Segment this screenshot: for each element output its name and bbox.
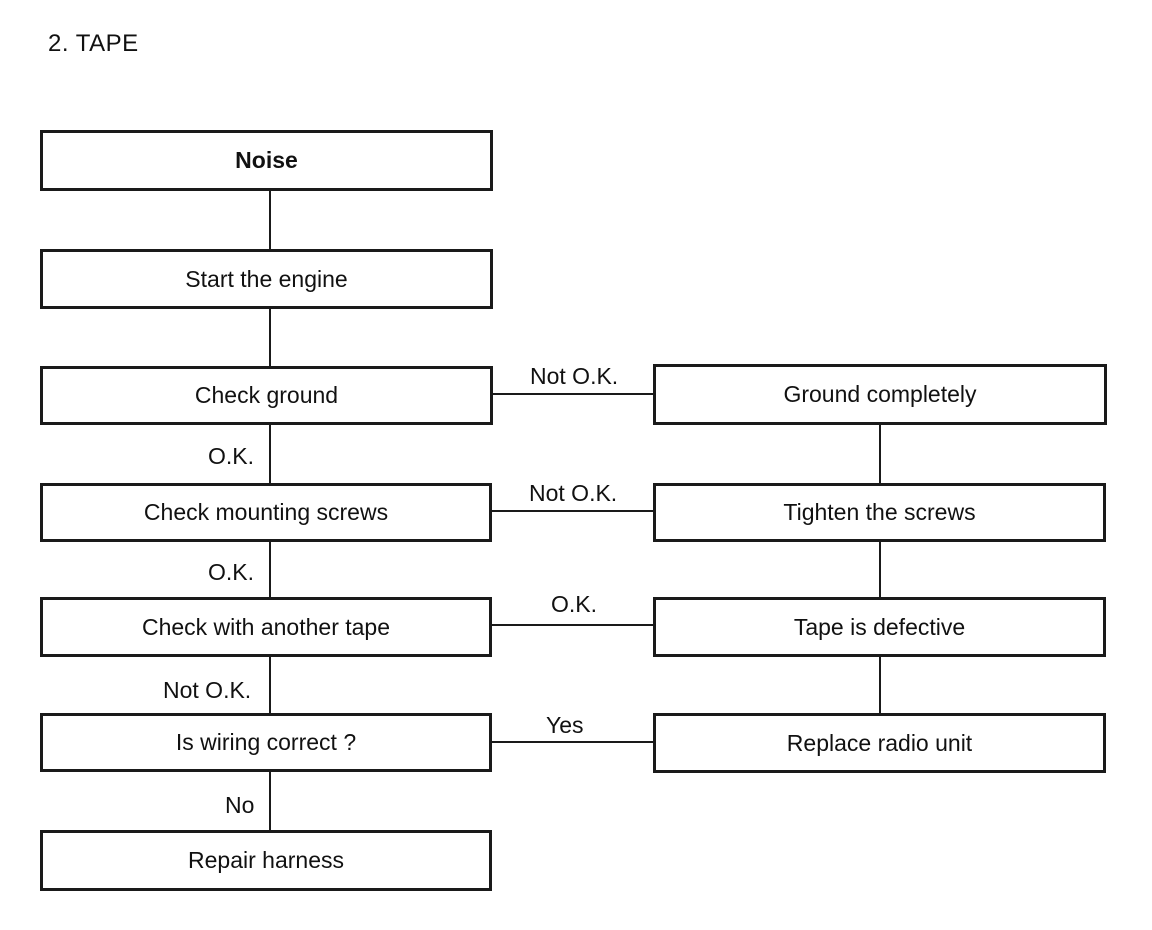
node-repair-harness: Repair harness	[40, 830, 492, 891]
edge-label-ground-not-ok: Not O.K.	[530, 363, 619, 389]
node-is-wiring-correct: Is wiring correct ?	[40, 713, 492, 772]
connector-start-ground	[269, 309, 271, 366]
edge-label-screws-ok: O.K.	[208, 559, 255, 585]
connector-defective-replace	[879, 657, 881, 713]
edge-label-wiring-yes: Yes	[546, 712, 584, 738]
node-tighten-screws: Tighten the screws	[653, 483, 1106, 542]
node-replace-radio-unit: Replace radio unit	[653, 713, 1106, 773]
connector-wiring-to-replace	[492, 741, 653, 743]
connector-tighten-defective	[879, 542, 881, 597]
connector-ground-screws	[269, 425, 271, 483]
edge-label-wiring-no: No	[225, 792, 255, 818]
node-check-another-tape: Check with another tape	[40, 597, 492, 657]
edge-label-ground-ok: O.K.	[208, 443, 255, 469]
edge-label-screws-not-ok: Not O.K.	[529, 480, 618, 506]
node-ground-completely: Ground completely	[653, 364, 1107, 425]
connector-wiring-harness	[269, 772, 271, 830]
connector-ground-to-groundcomp	[493, 393, 653, 395]
connector-tape-wiring	[269, 657, 271, 713]
edge-label-tape-not-ok: Not O.K.	[163, 677, 252, 703]
connector-groundcomp-tighten	[879, 425, 881, 483]
connector-screws-to-tighten	[492, 510, 653, 512]
node-check-mounting-screws: Check mounting screws	[40, 483, 492, 542]
node-check-ground: Check ground	[40, 366, 493, 425]
connector-noise-start	[269, 191, 271, 249]
node-noise: Noise	[40, 130, 493, 191]
edge-label-tape-ok: O.K.	[551, 591, 598, 617]
connector-tape-to-defective	[492, 624, 653, 626]
page-title: 2. TAPE	[48, 30, 139, 57]
connector-screws-tape	[269, 542, 271, 597]
node-start-engine: Start the engine	[40, 249, 493, 309]
node-tape-defective: Tape is defective	[653, 597, 1106, 657]
